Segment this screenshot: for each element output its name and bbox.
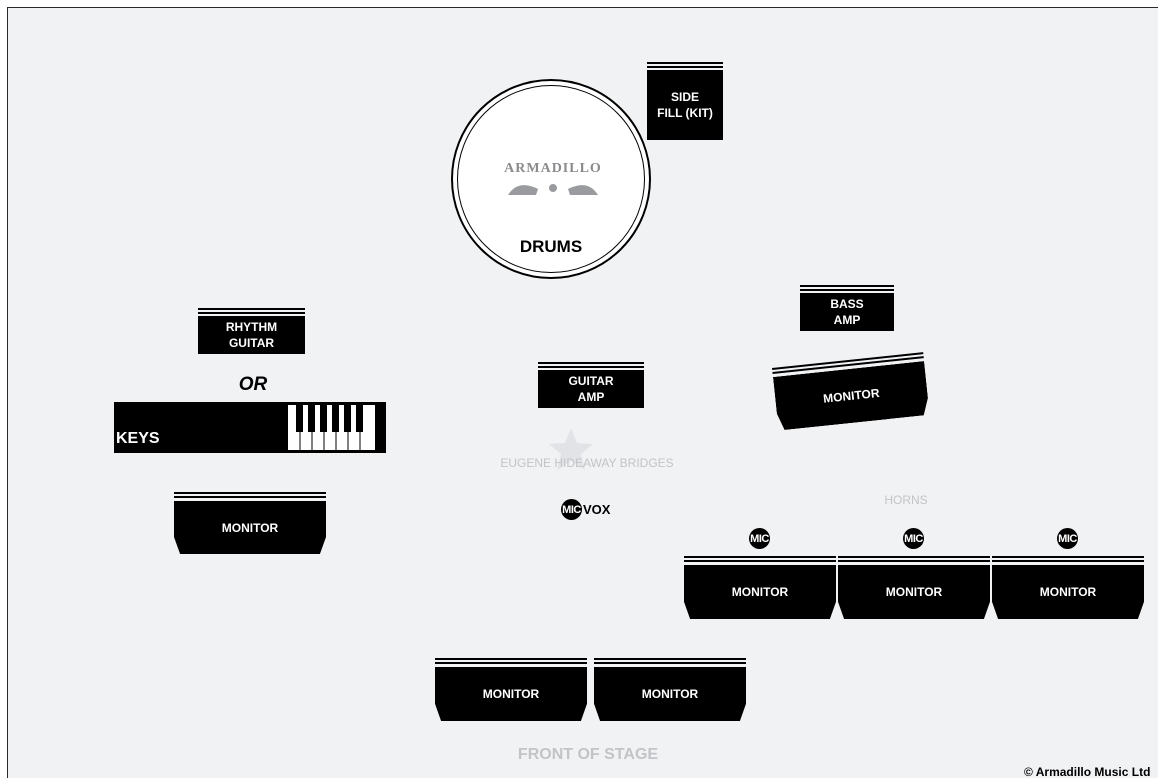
armadillo-logo: ARMADILLO: [498, 161, 608, 206]
monitor-front-1-label: MONITOR: [482, 687, 540, 701]
monitor-horn-2-label: MONITOR: [885, 585, 943, 599]
armadillo-logo-icon: [508, 184, 598, 195]
drum-riser: ARMADILLO DRUMS: [451, 79, 651, 279]
drum-riser-inner-ring: [457, 85, 645, 273]
monitor-horn-3-label: MONITOR: [1039, 585, 1097, 599]
armadillo-logo-text: ARMADILLO: [504, 161, 602, 176]
lead-vox-label: VOX: [583, 502, 611, 517]
monitor-left-label: MONITOR: [221, 520, 279, 535]
front-of-stage-label: FRONT OF STAGE: [517, 746, 659, 763]
keys-label: KEYS: [116, 430, 160, 447]
drums-label: DRUMS: [519, 237, 583, 256]
guitar-amp-line2: AMP: [577, 390, 605, 404]
monitor-front-2-label: MONITOR: [641, 687, 699, 701]
guitar-amp-line1: GUITAR: [568, 374, 614, 388]
lead-mic: MIC: [561, 499, 582, 520]
piano-keys-graphic: [296, 405, 363, 450]
horn-mic-2: MIC: [903, 528, 924, 549]
rhythm-guitar-amp: RHYTHM GUITAR: [198, 308, 305, 354]
monitor-horn-1-label: MONITOR: [731, 585, 789, 599]
rhythm-guitar-line1: RHYTHM: [225, 320, 278, 334]
monitor-left: MONITOR: [174, 492, 326, 554]
bass-amp-line2: AMP: [833, 313, 861, 327]
monitor-horn-2: MONITOR: [838, 556, 990, 619]
side-fill-line1: SIDE: [670, 90, 699, 104]
monitor-horn-1: MONITOR: [684, 556, 836, 619]
horns-label: HORNS: [884, 493, 928, 507]
monitor-right-angled: MONITOR: [772, 352, 930, 431]
piano-keys-icon: [288, 405, 375, 450]
horn-mic-3: MIC: [1057, 528, 1078, 549]
lead-star-icon: [548, 426, 594, 472]
keyboard: KEYS: [114, 402, 386, 453]
bass-amp: BASS AMP: [800, 285, 894, 331]
lead-vocalist-name: EUGENE HIDEAWAY BRIDGES: [500, 456, 674, 470]
monitor-front-1: MONITOR: [435, 658, 587, 721]
horn-mic-1: MIC: [749, 528, 770, 549]
copyright: © Armadillo Music Ltd: [1024, 765, 1151, 778]
side-fill-kit: SIDE FILL (KIT): [647, 62, 723, 140]
stage-plot: ARMADILLO DRUMS SIDE FILL (KIT) RHYTHM G…: [7, 7, 1158, 778]
monitor-right-angled-label: MONITOR: [822, 385, 881, 406]
monitor-horn-3: MONITOR: [992, 556, 1144, 619]
or-label: OR: [238, 374, 268, 395]
bass-amp-line1: BASS: [830, 297, 864, 311]
side-fill-line2: FILL (KIT): [657, 106, 713, 120]
rhythm-guitar-line2: GUITAR: [228, 336, 275, 350]
monitor-front-2: MONITOR: [594, 658, 746, 721]
guitar-amp: GUITAR AMP: [538, 362, 644, 408]
